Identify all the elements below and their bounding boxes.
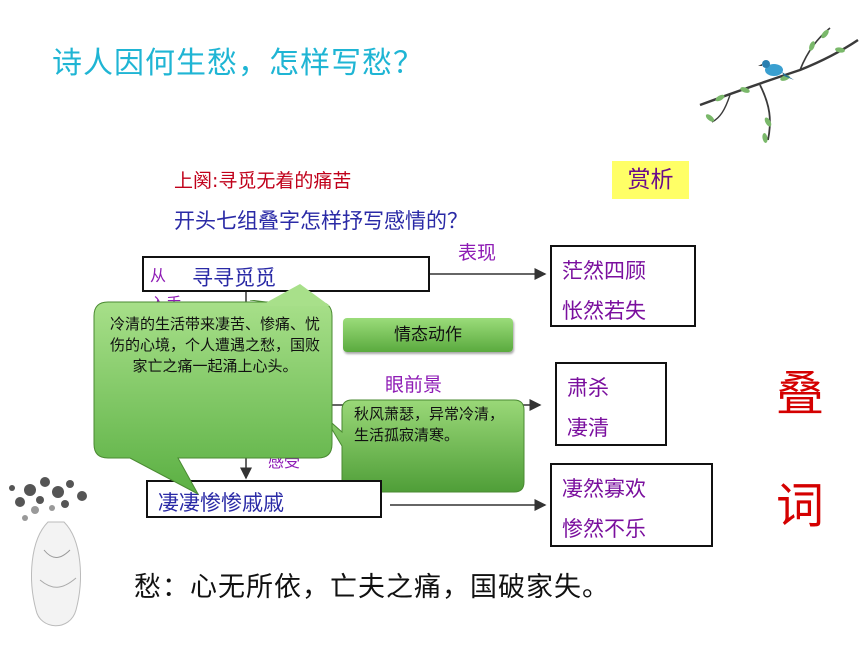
manifest-label: 表现 <box>458 242 497 264</box>
result-2a: 肃杀 <box>567 376 609 400</box>
result-1a: 茫然四顾 <box>562 259 646 283</box>
vase-decoration <box>9 477 87 627</box>
upper-stanza-heading: 上阕:寻觅无着的痛苦 <box>174 170 352 192</box>
sorrow-summary: 愁：心无所依，亡夫之痛，国破家失。 <box>134 572 610 603</box>
side-char-2: 词 <box>776 478 825 534</box>
seek-text: 寻寻觅觅 <box>192 266 276 290</box>
page-title: 诗人因何生愁，怎样写愁？ <box>52 46 424 81</box>
appreciation-badge: 赏析 <box>612 161 689 199</box>
question-text: 开头七组叠字怎样抒写感情的？ <box>174 209 468 233</box>
demeanor-tag: 情态动作 <box>343 318 513 352</box>
bird-icon <box>758 60 794 80</box>
side-char-1: 叠 <box>776 366 825 422</box>
result-2b: 凄清 <box>567 416 609 440</box>
result-box-2: 肃杀 凄清 <box>555 362 667 446</box>
branch-bird-decoration <box>699 27 859 143</box>
result-3a: 凄然寡欢 <box>562 477 646 501</box>
emotion-callout-pointer <box>260 284 330 306</box>
result-box-3: 凄然寡欢 惨然不乐 <box>550 463 713 547</box>
seek-box: 从 寻寻觅觅 <box>142 256 430 292</box>
scene-callout-text: 秋风萧瑟，异常冷清，生活孤寂清寒。 <box>354 405 505 444</box>
emotion-callout-text: 冷清的生活带来凄苦、惨痛、忧伤的心境，个人遭遇之愁，国败家亡之痛一起涌上心头。 <box>109 315 320 375</box>
result-3b: 惨然不乐 <box>562 517 646 541</box>
result-1b: 怅然若失 <box>562 299 646 323</box>
result-box-1: 茫然四顾 怅然若失 <box>550 245 696 327</box>
mournful-text: 凄凄惨惨戚戚 <box>158 491 284 515</box>
scene-label: 眼前景 <box>385 374 443 396</box>
from-label: 从 <box>150 266 167 285</box>
